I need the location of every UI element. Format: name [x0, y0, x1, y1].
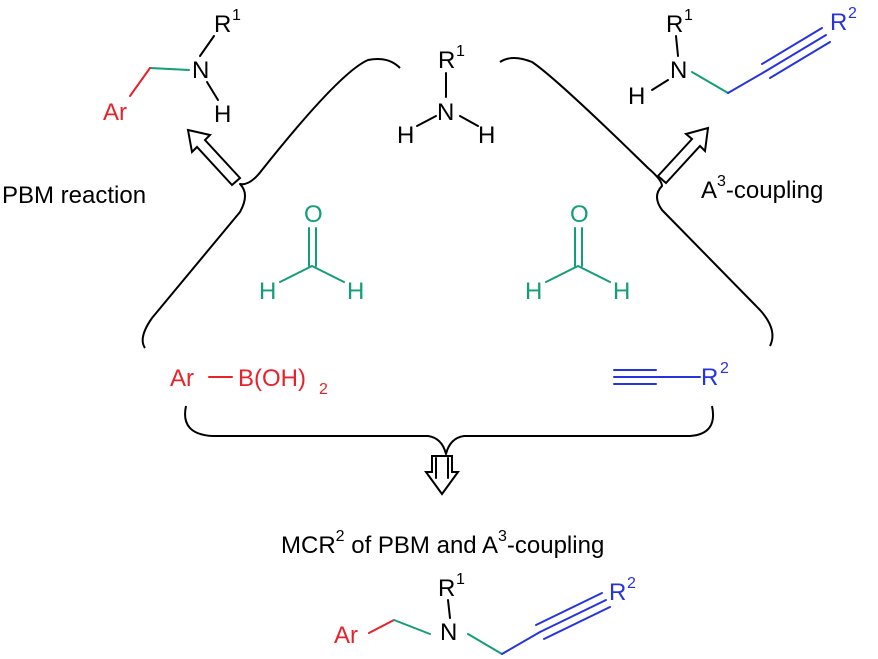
mcr-r2-sup: 2 [627, 575, 636, 592]
amine-r-sup: 1 [456, 43, 465, 60]
a3-r2: R [830, 9, 847, 36]
a3-r-sup: 1 [684, 7, 693, 24]
mcr-alkyne-3 [543, 606, 611, 640]
mcr-alkyne-2 [535, 592, 603, 626]
a3-bond-nc [691, 71, 729, 94]
mcr-bond-nr [447, 599, 451, 619]
a3-coupling-label: A3-coupling [701, 173, 823, 204]
fa-right-ch-1 [545, 265, 579, 283]
mcr-label: MCR2 of PBM and A3-coupling [281, 528, 604, 559]
amine-bond-nh-right [459, 115, 479, 127]
a3-alkyne-3 [769, 41, 831, 79]
pbm-bracket [141, 58, 401, 349]
pbm-h: H [214, 101, 231, 128]
pbm-bond-nh [206, 81, 219, 101]
mcr-n: N [440, 619, 457, 646]
fa-right-h2: H [613, 278, 630, 305]
boronic-acid: Ar B(OH) 2 [170, 365, 328, 398]
mcr-alkyne-1 [539, 599, 607, 633]
mcr-arrow [424, 455, 460, 496]
fa-right-h1: H [525, 278, 542, 305]
pbm-arrow [186, 128, 242, 187]
pbm-r: R [214, 11, 231, 38]
mcr-r-sup: 1 [456, 571, 465, 588]
a3-bond-nr [675, 35, 679, 57]
mcr-bond-cn-left [393, 619, 431, 635]
a3-r2-sup: 2 [848, 5, 857, 22]
pbm-bond-nc [149, 67, 190, 71]
mcr-r: R [438, 575, 455, 602]
fa-left-h2: H [347, 278, 364, 305]
amine-h-left: H [397, 122, 414, 149]
fa-left-ch-2 [311, 265, 345, 283]
pbm-ar: Ar [103, 99, 127, 126]
formaldehyde-left: O H H [259, 201, 364, 305]
a3-alkyne-2 [761, 27, 823, 65]
mcr-bond-arc [368, 619, 395, 634]
amine-h-right: H [478, 122, 495, 149]
alkyne-r2: R [701, 364, 718, 391]
pbm-product: R 1 N Ar H [103, 7, 241, 128]
a3-bracket [499, 57, 774, 347]
mcr-bond-nc-right [467, 633, 503, 655]
alkyne-r2-sup: 2 [720, 360, 729, 377]
amine-reactant: R 1 N H H [397, 43, 495, 149]
boronic-sub: 2 [319, 381, 328, 398]
boronic-ar: Ar [170, 365, 194, 392]
mcr-product: R 1 N Ar R 2 [334, 571, 636, 655]
a3-n: N [670, 57, 687, 84]
a3-product: R 1 N H R 2 [628, 5, 857, 110]
a3-r: R [666, 11, 683, 38]
formaldehyde-right: O H H [525, 201, 630, 305]
pbm-n: N [192, 57, 209, 84]
amine-n: N [437, 99, 454, 126]
pbm-r-sup: 1 [232, 7, 241, 24]
fa-right-o: O [570, 201, 589, 228]
a3-h: H [628, 83, 645, 110]
a3-arrow [656, 126, 710, 185]
terminal-alkyne: R 2 [613, 360, 729, 391]
amine-bond-nh-left [416, 115, 437, 127]
mcr-bracket [184, 405, 714, 455]
pbm-bond-car [129, 67, 151, 97]
mcr-bond-cc [501, 631, 541, 655]
pbm-reaction-label: PBM reaction [2, 182, 146, 209]
boronic-group: B(OH) [238, 365, 306, 392]
a3-bond-cc [727, 70, 767, 94]
fa-right-ch-2 [577, 265, 611, 283]
pbm-bond-nr [199, 35, 215, 57]
a3-alkyne-1 [765, 34, 827, 72]
fa-left-h1: H [259, 278, 276, 305]
amine-r: R [438, 47, 455, 74]
a3-bond-nh [651, 79, 669, 91]
fa-left-ch-1 [279, 265, 313, 283]
mcr-ar: Ar [334, 622, 358, 649]
mcr-r2: R [609, 579, 626, 606]
fa-left-o: O [304, 201, 323, 228]
